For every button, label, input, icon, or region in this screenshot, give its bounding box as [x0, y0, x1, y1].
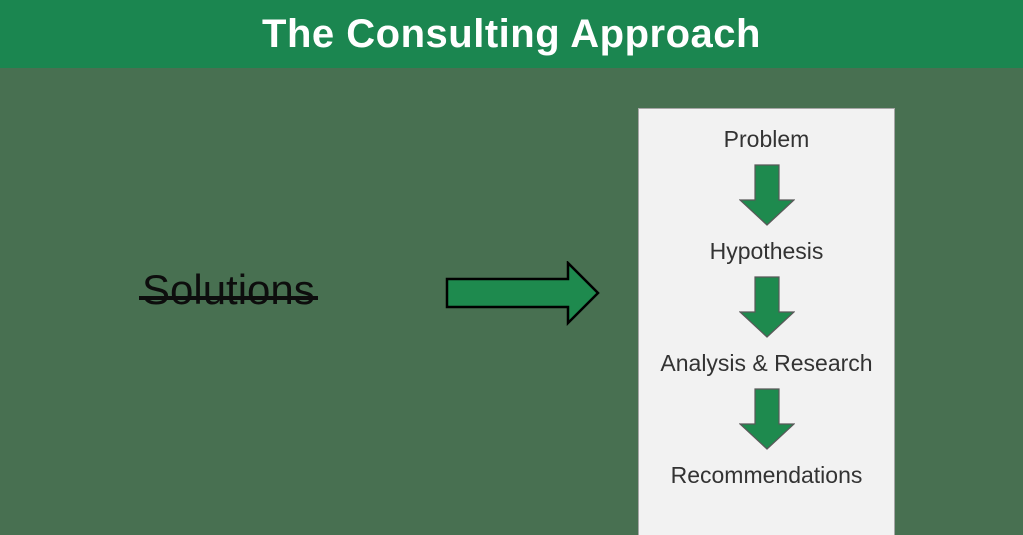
strikethrough-line — [139, 296, 318, 300]
flow-step-recommendations: Recommendations — [670, 462, 863, 488]
title-bar: The Consulting Approach — [0, 0, 1023, 68]
flow-step-problem: Problem — [723, 126, 810, 152]
flow-step-analysis-research: Analysis & Research — [660, 350, 873, 376]
down-arrow-icon — [738, 276, 795, 338]
solutions-label: Solutions — [142, 266, 315, 313]
crossed-out-solutions: Solutions — [139, 266, 318, 321]
down-arrow-icon — [738, 164, 795, 226]
slide-title: The Consulting Approach — [262, 11, 761, 56]
right-arrow-icon — [445, 261, 600, 327]
down-arrow-icon — [738, 388, 795, 450]
flow-step-hypothesis: Hypothesis — [709, 238, 824, 264]
flow-panel: Problem Hypothesis Analysis & Research R… — [638, 108, 895, 535]
